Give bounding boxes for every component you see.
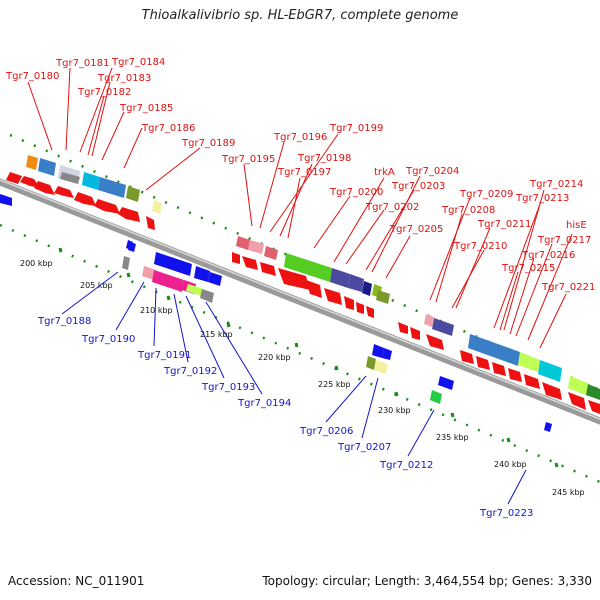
gene-label: Tgr7_0202 (365, 202, 419, 213)
gene-label: Tgr7_0217 (537, 235, 591, 246)
bottom-gene-labels: Tgr7_0188 Tgr7_0190 Tgr7_0191 Tgr7_0192 … (37, 271, 533, 519)
reverse-boxes (122, 256, 442, 404)
gene-label: Tgr7_0188 (37, 316, 91, 327)
gene-label: Tgr7_0223 (479, 508, 533, 519)
gene-label: hisE (566, 220, 587, 231)
scale-label: 220 kbp (258, 353, 291, 362)
gene-label: Tgr7_0189 (181, 138, 235, 149)
tick-marks (0, 133, 600, 484)
gene-label: Tgr7_0216 (521, 250, 575, 261)
gene-label: Tgr7_0197 (277, 167, 331, 178)
gene-label: Tgr7_0182 (77, 87, 131, 98)
scale-label: 215 kbp (200, 330, 233, 339)
gene-label: Tgr7_0194 (237, 398, 291, 409)
scale-label: 200 kbp (20, 259, 53, 268)
gene-label: Tgr7_0204 (405, 166, 459, 177)
gene-label: Tgr7_0209 (459, 189, 513, 200)
gene-label: Tgr7_0203 (391, 181, 445, 192)
gene-label: Tgr7_0208 (441, 205, 495, 216)
gene-label: trkA (374, 167, 395, 178)
gene-label: Tgr7_0184 (111, 57, 165, 68)
gene-label: Tgr7_0207 (337, 442, 391, 453)
genome-backbone (0, 178, 600, 425)
scale-label: 245 kbp (552, 488, 585, 497)
forward-arrows (6, 172, 600, 414)
gene-label: Tgr7_0195 (221, 154, 275, 165)
scale-label: 205 kbp (80, 281, 113, 290)
forward-genes (6, 155, 600, 414)
scale-label: 225 kbp (318, 380, 351, 389)
gene-label: Tgr7_0183 (97, 73, 151, 84)
gene-label: Tgr7_0191 (137, 350, 191, 361)
scale-labels: 200 kbp 205 kbp 210 kbp 215 kbp 220 kbp … (20, 259, 585, 497)
gene-label: Tgr7_0198 (297, 153, 351, 164)
gene-label: Tgr7_0180 (5, 71, 59, 82)
gene-label: Tgr7_0212 (379, 460, 433, 471)
gene-label: Tgr7_0181 (55, 58, 109, 69)
reverse-genes (0, 194, 552, 432)
gene-label: Tgr7_0192 (163, 366, 217, 377)
gene-label: Tgr7_0213 (515, 193, 569, 204)
gene-label: Tgr7_0193 (201, 382, 255, 393)
gene-label: Tgr7_0185 (119, 103, 173, 114)
gene-label: Tgr7_0200 (329, 187, 383, 198)
accession-text: Accession: NC_011901 (8, 574, 145, 588)
gene-label: Tgr7_0206 (299, 426, 353, 437)
gene-label: Tgr7_0190 (81, 334, 135, 345)
topology-text: Topology: circular; Length: 3,464,554 bp… (262, 574, 592, 588)
scale-label: 210 kbp (140, 306, 173, 315)
gene-label: Tgr7_0215 (501, 263, 555, 274)
gene-label: Tgr7_0214 (529, 179, 583, 190)
scale-ticks (58, 247, 559, 468)
gene-label: Tgr7_0196 (273, 132, 327, 143)
gene-label: Tgr7_0221 (541, 282, 595, 293)
gene-label: Tgr7_0186 (141, 123, 195, 134)
gene-label: Tgr7_0199 (329, 123, 383, 134)
gene-label: Tgr7_0211 (477, 219, 531, 230)
gene-label: Tgr7_0205 (389, 224, 443, 235)
scale-label: 235 kbp (436, 433, 469, 442)
scale-label: 240 kbp (494, 460, 527, 469)
top-gene-labels: Tgr7_0180 Tgr7_0181 Tgr7_0184 Tgr7_0183 … (5, 57, 595, 349)
reverse-arrows (0, 194, 552, 432)
forward-boxes (26, 155, 600, 400)
map-title: Thioalkalivibrio sp. HL-EbGR7, complete … (141, 8, 459, 23)
scale-label: 230 kbp (378, 406, 411, 415)
gene-label: Tgr7_0210 (453, 241, 507, 252)
